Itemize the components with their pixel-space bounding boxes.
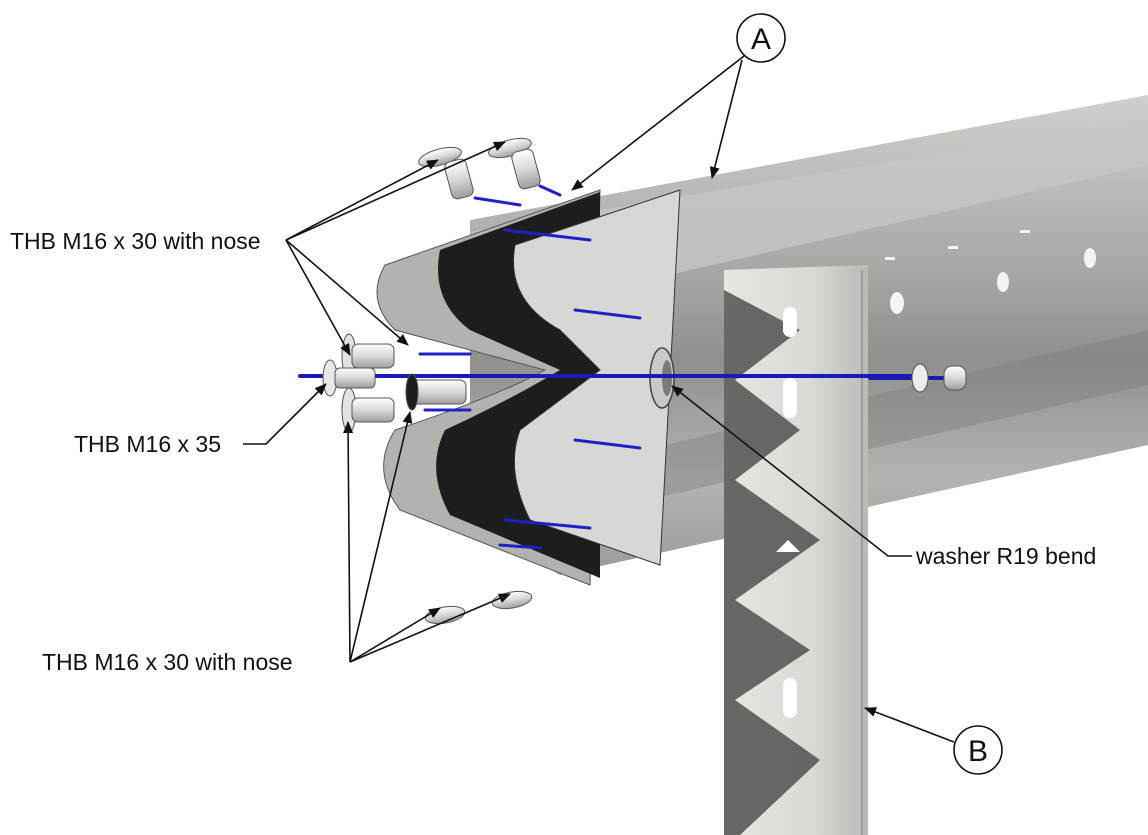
bolt-top-1 <box>418 146 474 200</box>
bolt-mid-lower <box>341 387 395 433</box>
bolt-shafts <box>298 184 962 550</box>
badge-b-letter: B <box>968 735 988 768</box>
bolt-heads <box>322 137 967 625</box>
badge-b: B <box>953 725 1003 775</box>
bolt-mid-right <box>405 373 467 411</box>
rail-slots <box>885 230 1096 314</box>
post-slots <box>776 307 800 718</box>
label-bolt-bottom: THB M16 x 30 with nose <box>42 649 293 675</box>
label-washer: washer R19 bend <box>915 543 1096 569</box>
bolt-top-2 <box>488 137 541 190</box>
badge-a: A <box>736 13 786 63</box>
post-shadow <box>724 290 820 835</box>
badge-a-letter: A <box>751 23 771 56</box>
label-bolt-middle: THB M16 x 35 <box>74 431 221 457</box>
post <box>724 265 868 835</box>
bolt-post <box>911 363 967 393</box>
label-bolt-top: THB M16 x 30 with nose <box>10 228 261 254</box>
